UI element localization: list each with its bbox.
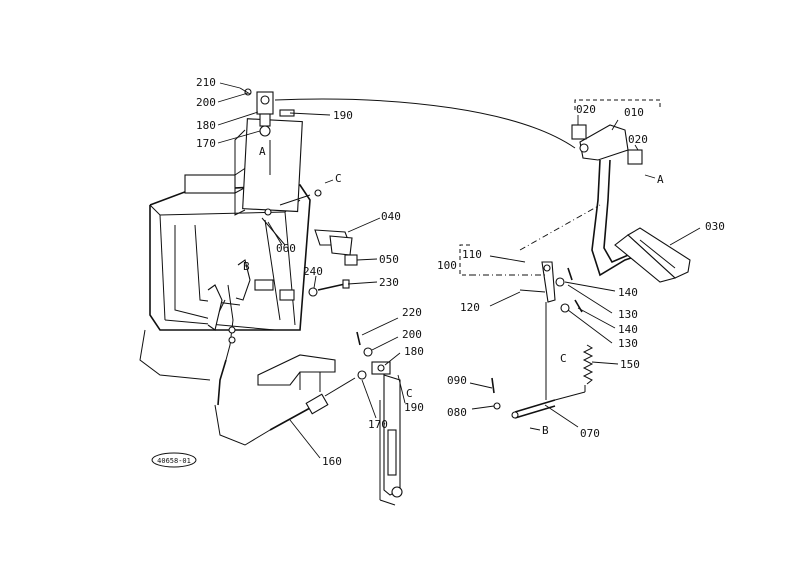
label-020-right: 020 xyxy=(628,133,648,146)
cable-160 xyxy=(269,370,367,431)
plate-lower xyxy=(257,331,373,392)
pedal-shaft-010 xyxy=(571,124,643,277)
label-100: 100 xyxy=(437,259,457,272)
label-170-upper: 170 xyxy=(196,137,216,150)
bolt-230 xyxy=(308,279,350,297)
label-230: 230 xyxy=(379,276,399,289)
label-060: 060 xyxy=(276,242,296,255)
label-130-upper: 130 xyxy=(618,308,638,321)
letter-b-bottom: B xyxy=(542,424,549,437)
letter-c-lower: C xyxy=(406,387,413,400)
label-010: 010 xyxy=(624,106,644,119)
label-050: 050 xyxy=(379,253,399,266)
bracket-040 xyxy=(261,189,358,266)
lever-120 xyxy=(519,261,583,385)
letter-c-top: C xyxy=(335,172,342,185)
label-160: 160 xyxy=(322,455,342,468)
stamp-text: 40658-01 xyxy=(157,457,191,465)
label-020-left: 020 xyxy=(576,103,596,116)
label-140-lower: 140 xyxy=(618,323,638,336)
label-210: 210 xyxy=(196,76,216,89)
label-150: 150 xyxy=(620,358,640,371)
pivot-lever-upper xyxy=(239,87,295,175)
spring-150 xyxy=(582,344,594,392)
letter-labels: A A B B C C C xyxy=(243,145,664,437)
label-070: 070 xyxy=(580,427,600,440)
letter-a-top: A xyxy=(259,145,266,158)
leader-lines xyxy=(217,82,701,459)
label-200-upper: 200 xyxy=(196,96,216,109)
label-180-upper: 180 xyxy=(196,119,216,132)
rod-070 xyxy=(491,377,586,419)
label-190-lower: 190 xyxy=(404,401,424,414)
cable-left xyxy=(207,259,271,446)
label-200-lower: 200 xyxy=(402,328,422,341)
label-190-upper: 190 xyxy=(333,109,353,122)
group-bracket-010 xyxy=(574,99,661,110)
label-220: 220 xyxy=(402,306,422,319)
label-240: 240 xyxy=(303,265,323,278)
letter-b-left: B xyxy=(243,260,250,273)
letter-c-spring: C xyxy=(560,352,567,365)
frame-bracket xyxy=(139,118,311,381)
label-130-lower: 130 xyxy=(618,337,638,350)
part-labels: 210 200 180 170 190 020 010 020 030 040 … xyxy=(196,76,725,468)
group-bracket-100 xyxy=(459,244,470,276)
label-180-lower: 180 xyxy=(404,345,424,358)
stamp: 40658-01 xyxy=(151,452,197,468)
pedal-pad-030 xyxy=(614,227,691,283)
label-120: 120 xyxy=(460,301,480,314)
label-110: 110 xyxy=(462,248,482,261)
lever-lower xyxy=(371,361,403,506)
label-080: 080 xyxy=(447,406,467,419)
label-170-lower: 170 xyxy=(368,418,388,431)
label-140-upper: 140 xyxy=(618,286,638,299)
label-040: 040 xyxy=(381,210,401,223)
label-090: 090 xyxy=(447,374,467,387)
upper-cable xyxy=(274,98,576,149)
ref-line-a xyxy=(519,204,601,251)
letter-a-right: A xyxy=(657,173,664,186)
label-030: 030 xyxy=(705,220,725,233)
